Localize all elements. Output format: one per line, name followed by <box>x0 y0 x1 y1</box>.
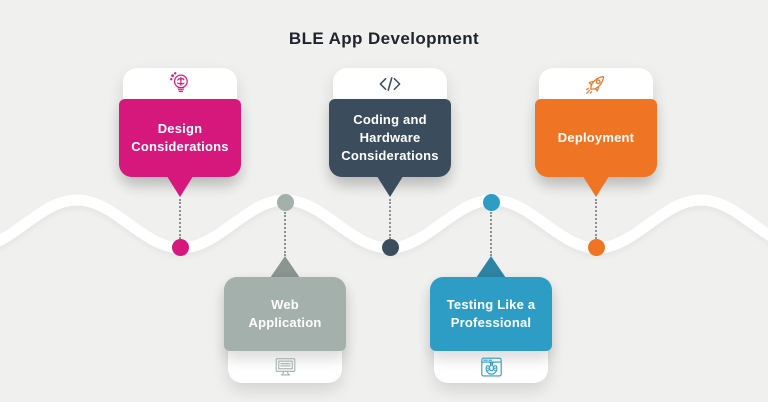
stage-web-application: Web Application <box>224 0 346 402</box>
stage-coding-hardware: Coding and Hardware Considerations <box>329 0 451 402</box>
icon-area <box>224 351 346 383</box>
timeline-dot <box>171 239 189 256</box>
pointer-up <box>476 256 506 278</box>
timeline-dot <box>381 239 399 256</box>
stage-testing-professional: Testing Like a Professional <box>430 0 552 402</box>
pointer-down <box>582 176 610 197</box>
stage-label: Coding and Hardware Considerations <box>329 99 451 177</box>
rocket-icon <box>585 75 605 94</box>
page-title: BLE App Development <box>288 29 480 48</box>
stage-label: Web Application <box>224 277 346 351</box>
timeline-dot <box>276 194 294 211</box>
pointer-up <box>270 256 300 278</box>
dotted-connector <box>490 212 492 256</box>
icon-area <box>119 68 241 99</box>
stage-label: Deployment <box>535 99 657 177</box>
stage-label: Design Considerations <box>119 99 241 177</box>
desktop-monitor-icon <box>275 357 295 375</box>
code-brackets-icon <box>379 76 401 91</box>
dotted-connector <box>595 199 597 239</box>
bug-testing-icon <box>480 357 502 376</box>
icon-area <box>430 351 552 383</box>
pointer-down <box>376 176 404 197</box>
pointer-down <box>166 176 194 197</box>
stage-design-considerations: Design Considerations <box>119 0 241 402</box>
dotted-connector <box>284 212 286 256</box>
stage-label: Testing Like a Professional <box>430 277 552 351</box>
timeline-dot <box>482 194 500 211</box>
timeline-dot <box>587 239 605 256</box>
icon-area <box>535 68 657 99</box>
dotted-connector <box>389 199 391 239</box>
icon-area <box>329 68 451 99</box>
dotted-connector <box>179 199 181 239</box>
idea-lightbulb-icon <box>170 71 188 92</box>
stage-deployment: Deployment <box>535 0 657 402</box>
